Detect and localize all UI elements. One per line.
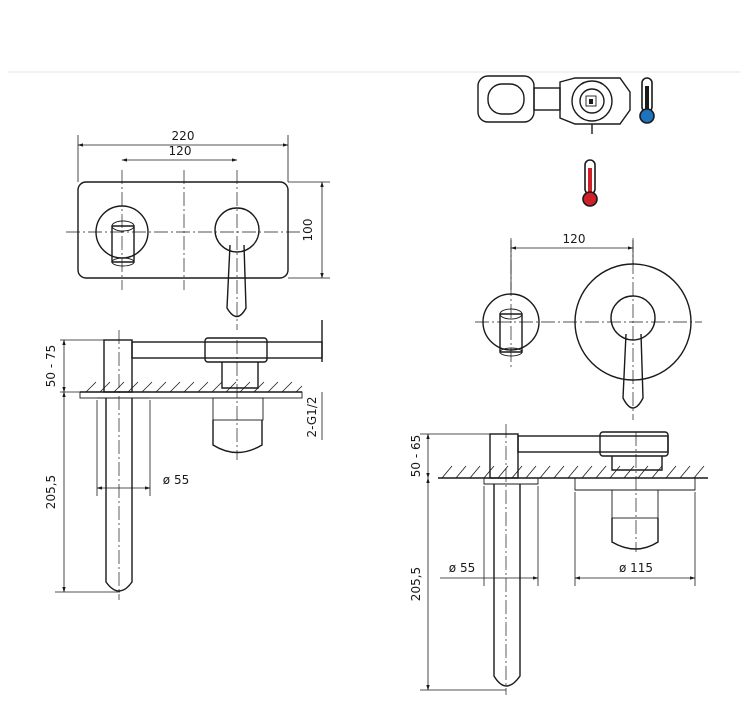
dim-centers-label: 120 xyxy=(169,144,192,158)
dim-centers-label-2: 120 xyxy=(563,232,586,246)
dim-diameter-spout-label: ø 55 xyxy=(449,561,475,575)
view1-front: 220 120 100 xyxy=(66,129,330,330)
spout-tube-2 xyxy=(493,484,521,687)
dim-spout-label-2: 205,5 xyxy=(409,567,423,601)
dim-offset-label: 50 - 75 xyxy=(44,345,58,388)
valve-cartridge xyxy=(212,420,263,454)
mixer-valve-schematic-icon xyxy=(477,75,631,134)
dim-diameter-label: ø 55 xyxy=(163,473,189,487)
spout-rosette-2 xyxy=(482,293,540,351)
wall-hatch xyxy=(85,381,303,393)
view1-side: 50 - 75 205,5 ø 55 2-G1/2 xyxy=(44,320,323,600)
dim-thread-label: 2-G1/2 xyxy=(305,396,319,437)
dim-height-label: 100 xyxy=(301,219,315,242)
dim-width-label: 220 xyxy=(172,129,195,143)
mixer-handle-2 xyxy=(610,295,656,341)
cold-bulb xyxy=(639,108,655,124)
dim-diameter-plate-label: ø 115 xyxy=(619,561,653,575)
view2-front: 120 xyxy=(475,232,702,420)
hot-thermometer-icon xyxy=(582,159,598,207)
view2-side: 50 - 65 205,5 ø 55 ø 115 xyxy=(409,424,708,695)
wall-plate-rect xyxy=(77,181,289,279)
valve-cartridge-2 xyxy=(611,518,659,550)
wall-hatch-2 xyxy=(441,465,705,479)
dim-spout-label: 205,5 xyxy=(44,475,58,509)
dim-offset-label-2: 50 - 65 xyxy=(409,435,423,478)
cold-thermometer-icon xyxy=(639,77,655,124)
mixer-handle xyxy=(214,207,260,253)
hot-bulb xyxy=(582,191,598,207)
